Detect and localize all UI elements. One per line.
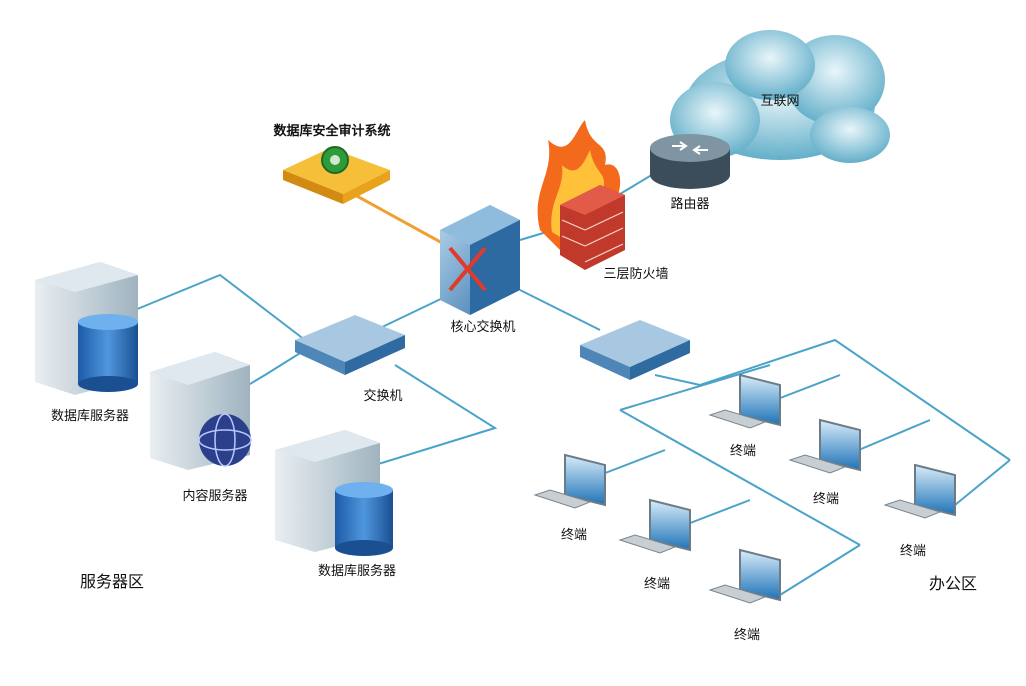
terminal-label-1: 终端 [560, 528, 588, 543]
switch-icon [295, 315, 405, 375]
terminal-icon-6 [883, 463, 956, 519]
db-server-2-icon [275, 430, 393, 556]
terminal-icon-3 [708, 548, 781, 604]
router-icon [650, 134, 730, 189]
content-server-label: 内容服务器 [182, 489, 248, 504]
office-zone-label: 办公区 [928, 574, 978, 593]
content-server-icon [150, 352, 252, 470]
terminal-label-4: 终端 [729, 444, 757, 459]
router-label: 路由器 [670, 197, 710, 212]
terminal-label-6: 终端 [899, 544, 927, 559]
db-server-1-label: 数据库服务器 [50, 409, 130, 424]
audit-system-title: 数据库安全审计系统 [273, 124, 391, 139]
terminal-icon-5 [788, 418, 861, 474]
core-switch-label: 核心交换机 [450, 320, 516, 335]
switch-label: 交换机 [363, 389, 403, 404]
cloud-icon [670, 30, 890, 163]
terminal-label-5: 终端 [812, 492, 840, 507]
db-server-2-label: 数据库服务器 [317, 564, 397, 579]
firewall-label: 三层防火墙 [603, 267, 669, 282]
internet-label: 互联网 [760, 94, 800, 109]
firewall-icon [537, 120, 625, 270]
terminal-label-3: 终端 [733, 628, 761, 643]
terminal-icon-4 [708, 373, 781, 429]
office-switch-icon [580, 320, 690, 380]
audit-link [354, 193, 456, 252]
terminal-icon-1 [533, 453, 606, 509]
audit-device-icon [283, 146, 390, 204]
server-zone-label: 服务器区 [79, 572, 145, 591]
terminal-label-2: 终端 [643, 577, 671, 592]
terminal-icon-2 [618, 498, 691, 554]
core-switch-icon [440, 205, 520, 315]
db-server-1-icon [35, 262, 138, 395]
